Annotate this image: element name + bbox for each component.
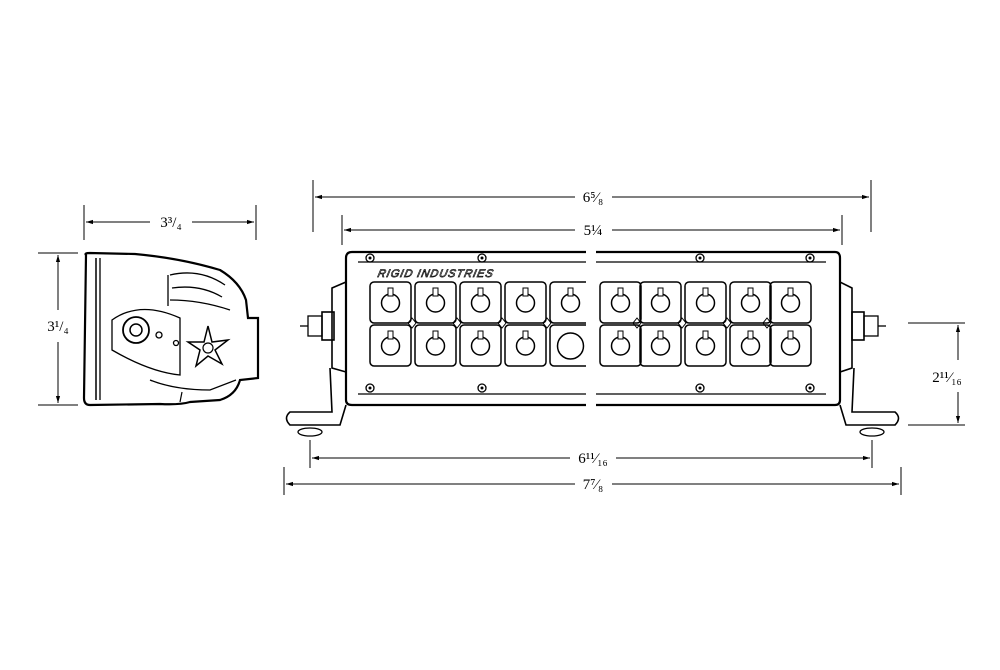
rigid-star-logo-icon	[185, 325, 231, 369]
cell-divider-marker	[677, 317, 687, 329]
led-cell	[729, 324, 772, 367]
led-cell	[414, 324, 457, 367]
led-cell	[414, 281, 457, 324]
lens-length-dimension: 5¼	[341, 215, 843, 245]
housing-screws	[365, 253, 815, 393]
led-cell	[684, 281, 727, 324]
led-cell	[599, 281, 642, 324]
side-height-label: 3¹/₄	[47, 319, 68, 335]
led-cell	[504, 324, 547, 367]
mount-height-dimension: 2¹¹⁄₁₆	[908, 322, 965, 426]
bolt-spacing-dimension: 6¹¹⁄₁₆	[309, 440, 873, 468]
led-cell	[599, 324, 642, 367]
cell-divider-marker	[762, 317, 772, 329]
side-width-dimension: 3³/₄	[83, 205, 257, 240]
cell-divider-marker	[452, 317, 462, 329]
screw-icon	[805, 253, 815, 263]
screw-icon	[695, 383, 705, 393]
side-housing	[82, 251, 260, 407]
mount-height-label: 2¹¹⁄₁₆	[932, 370, 961, 386]
led-cell	[639, 324, 682, 367]
bolt-spacing-label: 6¹¹⁄₁₆	[578, 451, 607, 467]
side-view: 3³/₄ 3¹/₄	[38, 205, 260, 407]
led-cell	[769, 281, 812, 324]
right-end-mount	[839, 280, 900, 437]
led-grid	[369, 278, 812, 370]
bracket-length-label: 7⁷⁄₈	[583, 477, 603, 493]
cell-divider-marker	[407, 317, 417, 329]
led-cell	[369, 324, 412, 367]
led-cell	[549, 281, 592, 324]
led-cell	[769, 324, 812, 367]
screw-icon	[365, 253, 375, 263]
led-cell	[684, 324, 727, 367]
screw-icon	[477, 253, 487, 263]
led-cell	[459, 324, 502, 367]
led-cell	[369, 281, 412, 324]
cell-divider-marker	[722, 317, 732, 329]
screw-icon	[695, 253, 705, 263]
left-end-mount	[285, 280, 347, 437]
led-cell	[729, 281, 772, 324]
mount-knob-icon	[122, 316, 180, 347]
bracket-length-dimension: 7⁷⁄₈	[283, 467, 902, 495]
lens-length-label: 5¼	[584, 223, 603, 239]
led-cell	[639, 281, 682, 324]
cell-divider-marker	[632, 317, 642, 329]
cell-divider-marker	[497, 317, 507, 329]
side-height-dimension: 3¹/₄	[38, 252, 78, 406]
led-cell	[459, 281, 502, 324]
led-cell	[549, 324, 592, 367]
cell-divider-marker	[542, 317, 552, 329]
screw-icon	[365, 383, 375, 393]
front-view: 6⁵⁄₈ 5¼ RIGID INDUSTRIES	[283, 180, 965, 495]
led-cell	[504, 281, 547, 324]
overall-length-label: 6⁵⁄₈	[583, 190, 603, 206]
screw-icon	[477, 383, 487, 393]
overall-length-dimension: 6⁵⁄₈	[312, 180, 872, 232]
brand-text: RIGID INDUSTRIES	[376, 268, 495, 280]
screw-icon	[805, 383, 815, 393]
side-width-label: 3³/₄	[160, 215, 181, 231]
